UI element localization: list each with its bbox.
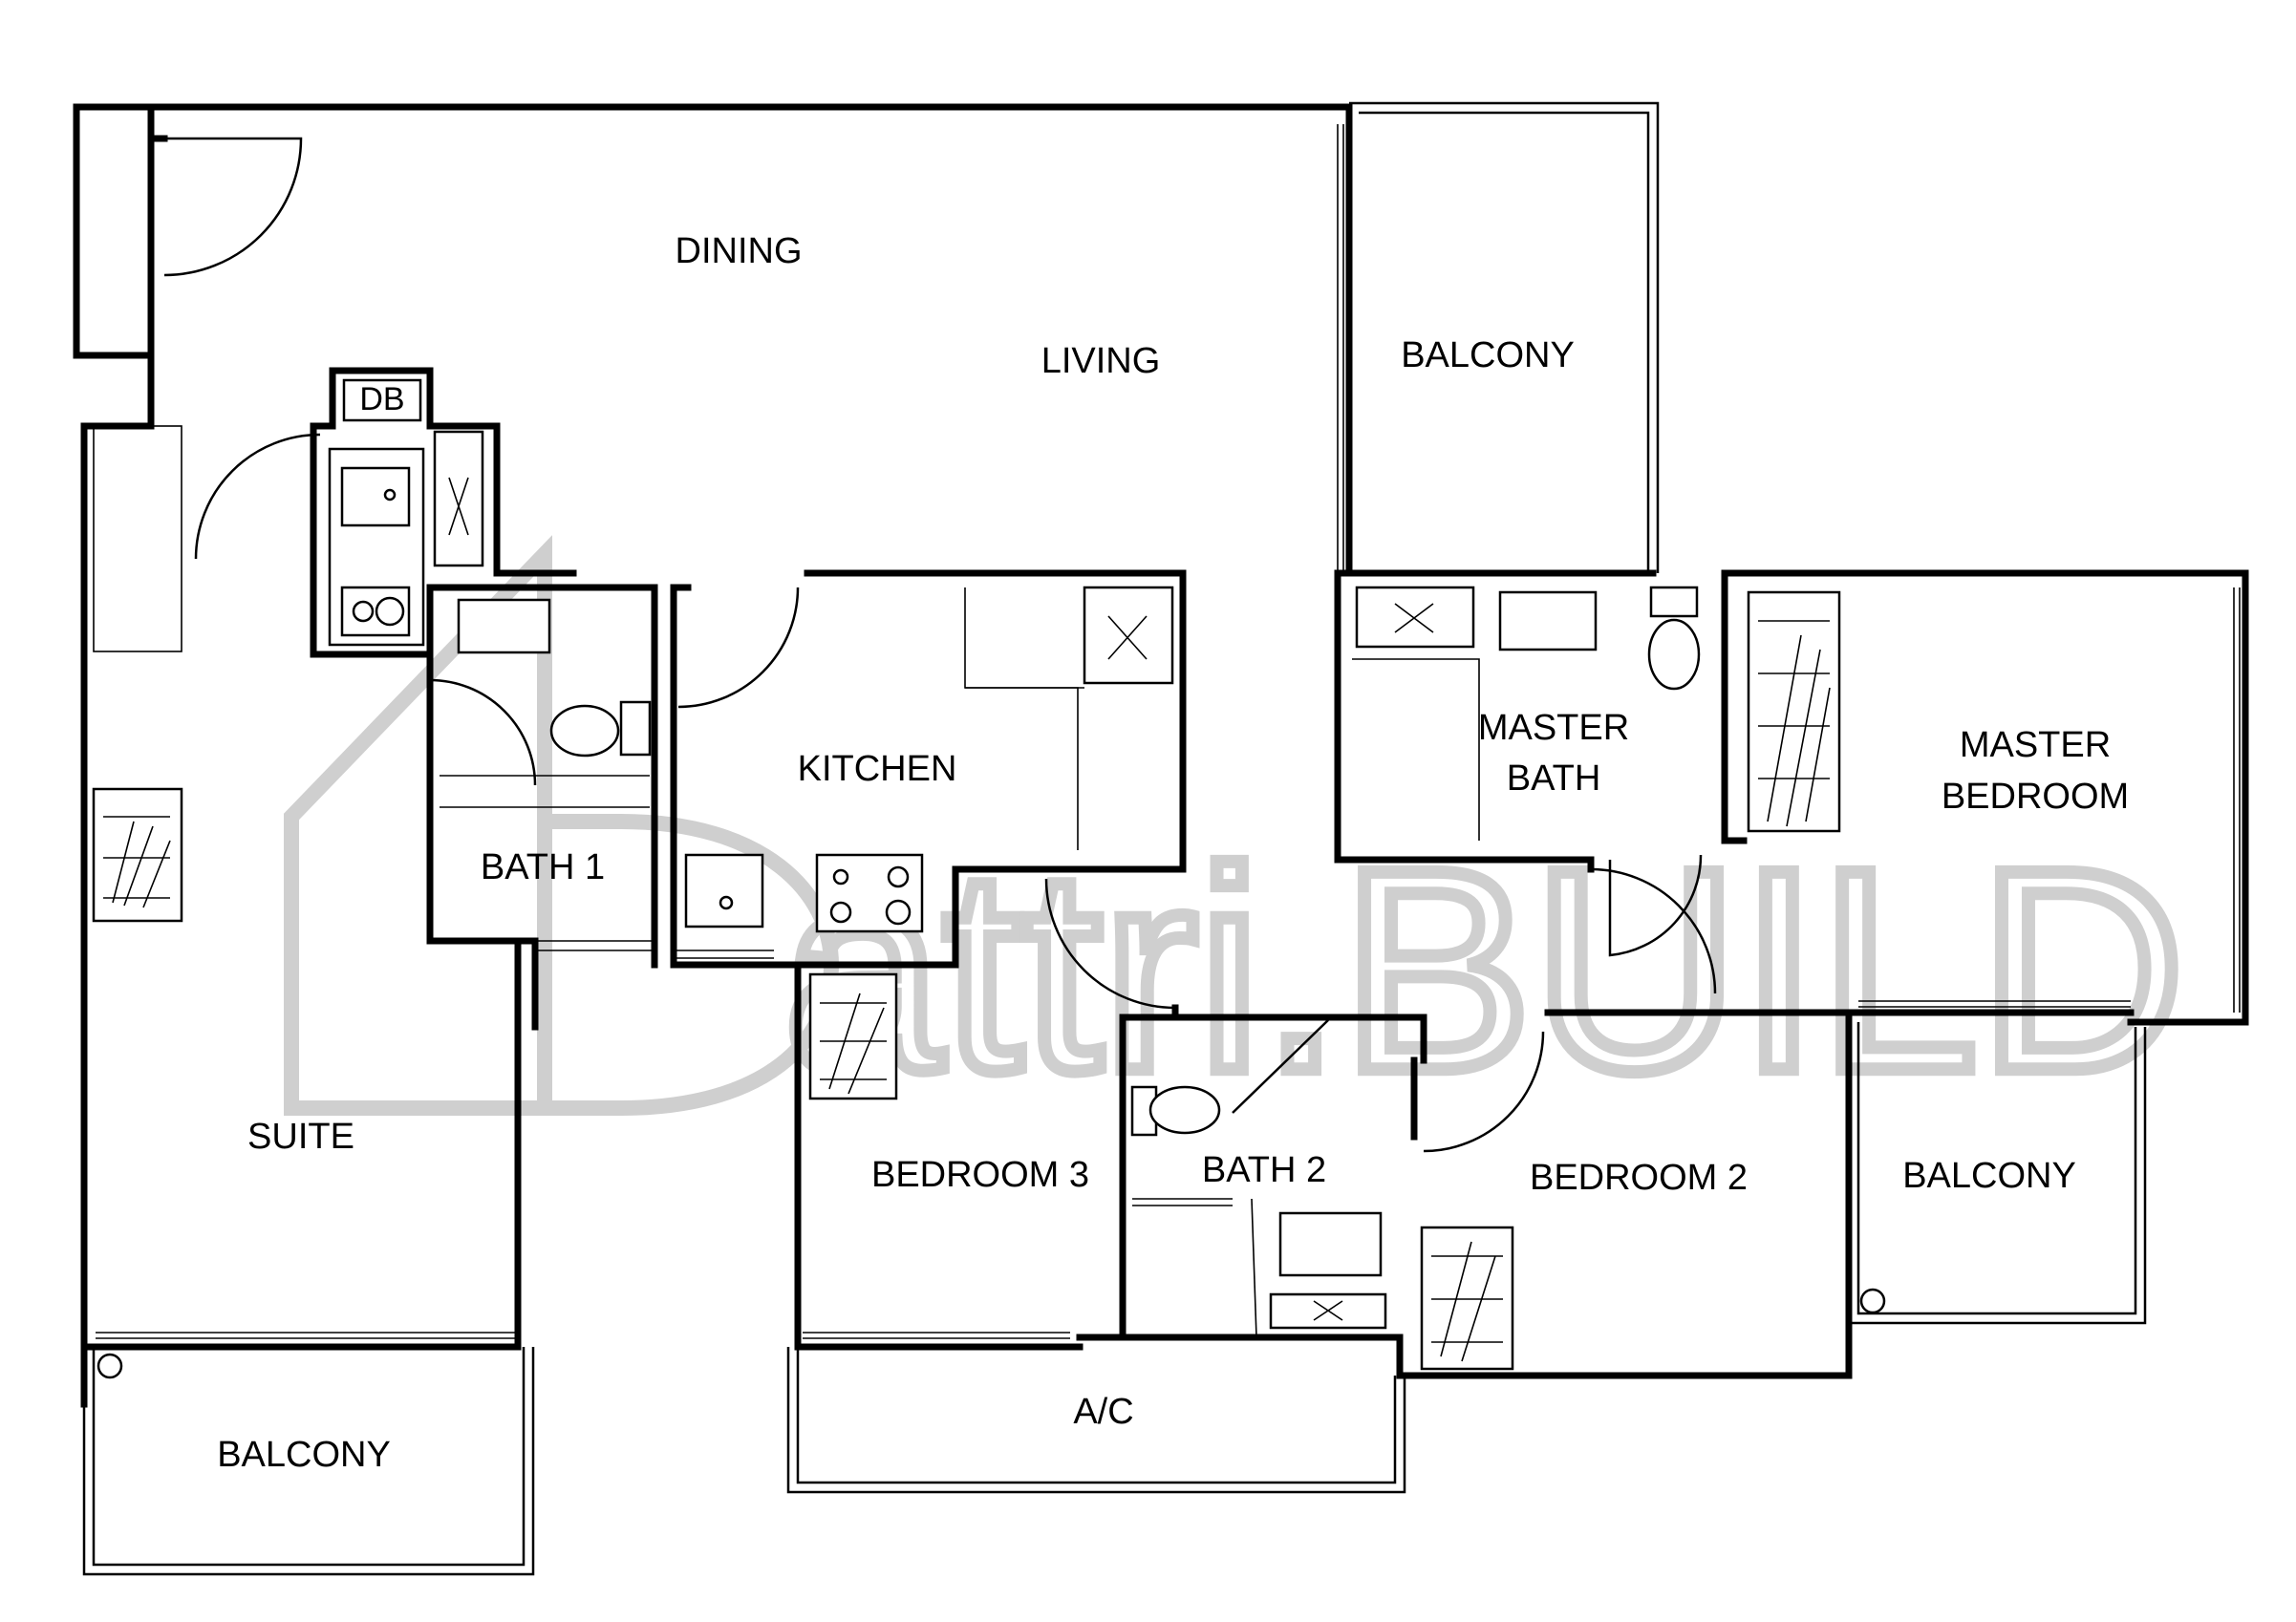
label-bath-1: BATH 1 [481, 847, 605, 887]
label-master-bedroom-line1: MASTER [1960, 725, 2111, 765]
room-labels: DINING LIVING BALCONY DB KITCHEN BATH 1 … [217, 231, 2129, 1475]
label-master-bath-line1: MASTER [1478, 708, 1629, 748]
bedroom2-wardrobe-icon [1420, 1226, 1514, 1371]
master-bath-basin-icon [1498, 590, 1598, 651]
bath2-basin-icon [1278, 1211, 1383, 1277]
fixtures [92, 378, 1886, 1379]
db-box [342, 378, 422, 422]
doors [163, 137, 1717, 1153]
label-balcony-master: BALCONY [1902, 1156, 2076, 1196]
label-ac-ledge: A/C [1073, 1392, 1133, 1432]
label-kitchen: KITCHEN [798, 749, 957, 789]
label-bedroom-2: BEDROOM 2 [1530, 1158, 1748, 1198]
walls [73, 103, 2249, 1408]
master-balcony-drain-icon [1859, 1288, 1886, 1314]
watermark: attri.BUILD [284, 535, 2192, 1137]
watermark-house-icon [284, 535, 552, 1116]
label-db: DB [359, 381, 404, 417]
label-bedroom-3: BEDROOM 3 [871, 1155, 1089, 1195]
label-suite: SUITE [247, 1117, 354, 1157]
suite-sink-icon [340, 466, 411, 527]
bath1-basin-icon [457, 598, 551, 654]
kitchen-sink-icon [684, 853, 764, 928]
bath1-toilet-icon [549, 704, 620, 758]
bath2-toilet-icon [1148, 1085, 1221, 1135]
label-balcony-living: BALCONY [1401, 335, 1575, 375]
kitchen-fridge-icon [1083, 586, 1174, 685]
suite-wardrobe-icon [92, 787, 183, 923]
outlines [82, 101, 2241, 1576]
label-dining: DINING [676, 231, 803, 271]
label-master-bath-line2: BATH [1507, 758, 1601, 799]
master-wardrobe-icon [1747, 590, 1841, 833]
label-living: LIVING [1041, 341, 1161, 381]
label-master-bedroom-line2: BEDROOM [1942, 777, 2129, 817]
label-bath-2: BATH 2 [1202, 1150, 1326, 1190]
master-bath-toilet-icon [1647, 618, 1701, 691]
bedroom3-wardrobe-icon [808, 972, 898, 1100]
suite-balcony-drain-icon [97, 1353, 123, 1379]
tall-cabinet-icon [433, 430, 484, 567]
label-balcony-suite: BALCONY [217, 1435, 391, 1475]
